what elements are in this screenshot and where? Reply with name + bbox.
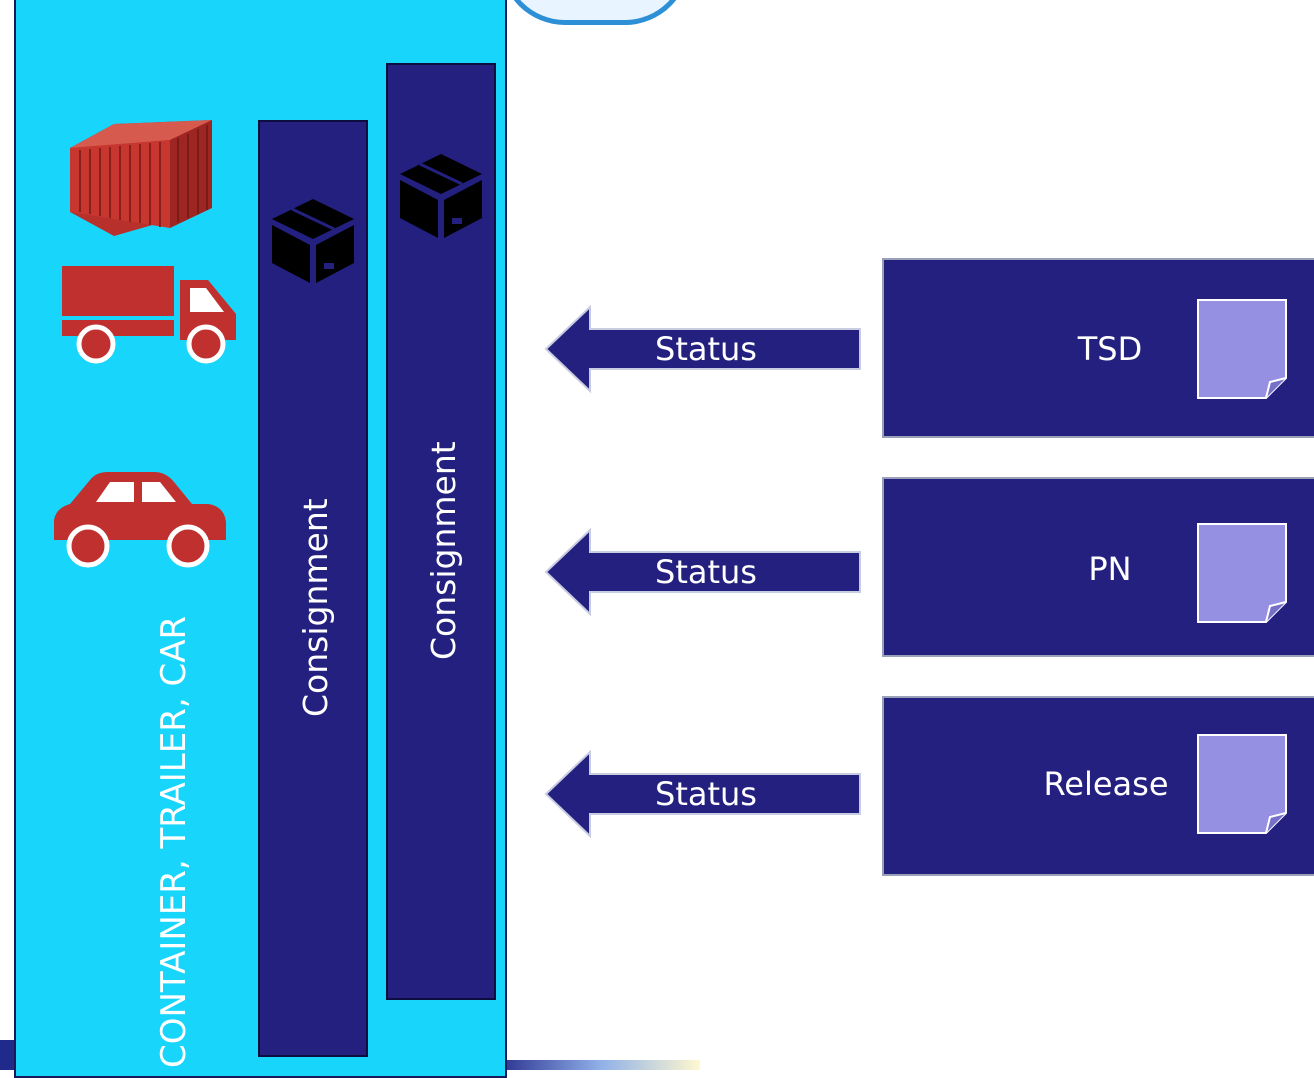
consignment-label: Consignment (296, 498, 335, 717)
shipping-container-icon (70, 120, 212, 236)
status-arrow (544, 750, 861, 838)
car-icon (54, 472, 226, 568)
package-box-icon (400, 154, 482, 238)
document-label: PN (1088, 550, 1132, 588)
status-label: Status (655, 775, 757, 813)
document-label: TSD (1077, 330, 1143, 368)
status-arrow (544, 305, 861, 393)
decorative-bottom-strip (0, 1040, 14, 1070)
status-label: Status (655, 553, 757, 591)
consignment-label: Consignment (424, 441, 463, 660)
package-box-icon (272, 199, 354, 283)
document-note-icon (1197, 734, 1287, 834)
panel-label: CONTAINER, TRAILER, CAR (154, 615, 194, 1068)
document-label: Release (1043, 765, 1169, 803)
consignment-bar (258, 120, 368, 1057)
decorative-bottom-gradient (500, 1060, 700, 1070)
truck-icon (62, 266, 236, 364)
document-note-icon (1197, 299, 1287, 399)
document-note-icon (1197, 523, 1287, 623)
decorative-top-arc (500, 0, 690, 25)
status-arrow (544, 528, 861, 616)
status-label: Status (655, 330, 757, 368)
